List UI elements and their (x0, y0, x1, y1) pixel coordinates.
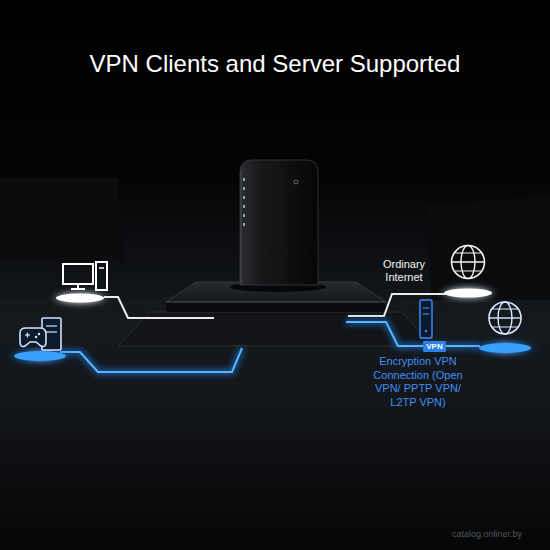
watermark: catalog.onliner.by (452, 529, 522, 540)
gamepad-server-icon (6, 318, 74, 364)
title-text: VPN Clients and Server Supported (0, 50, 550, 78)
white-connection-line (104, 294, 447, 318)
internet-globe: Ordinary Internet (380, 244, 488, 284)
vpn-badge: VPN (423, 341, 446, 352)
node-label: Ordinary Internet (380, 258, 428, 284)
computer-icon (50, 262, 110, 305)
vpn-server: VPN Encryption VPN Connection (Open VPN/ … (372, 298, 464, 410)
internet-disc (438, 286, 498, 300)
router-device (230, 160, 326, 292)
vpn-globe-icon (471, 302, 539, 356)
vpn-caption: Encryption VPN Connection (Open VPN/ PPT… (372, 355, 464, 409)
